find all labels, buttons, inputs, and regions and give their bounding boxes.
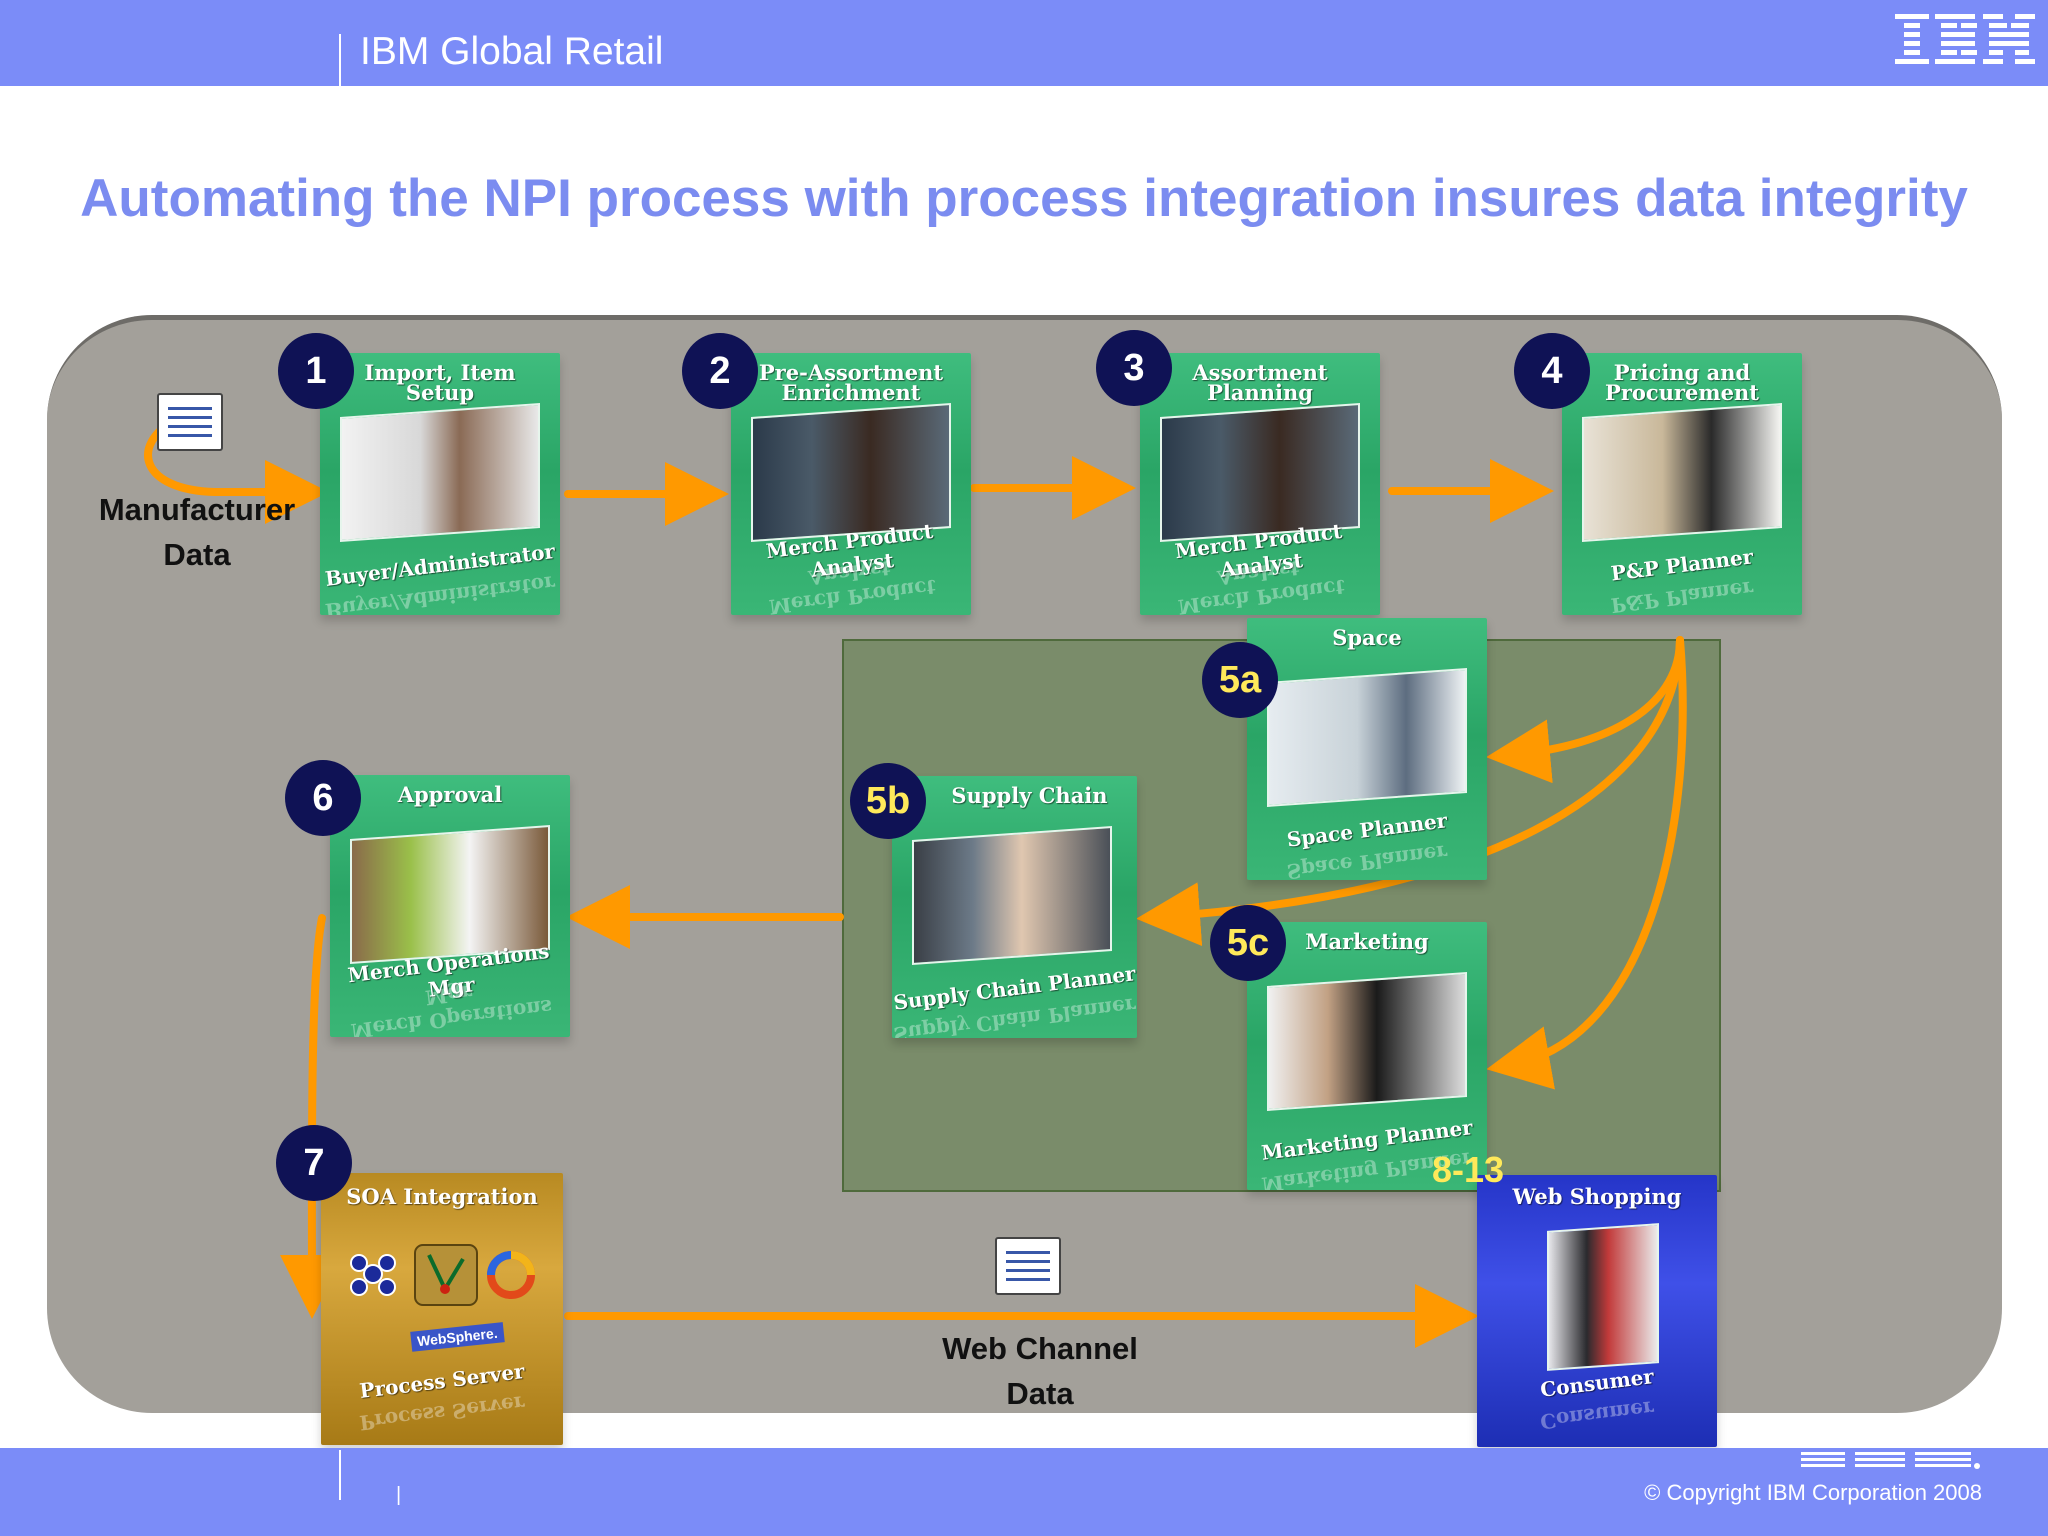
step-4-card[interactable]: Pricing and Procurement P&P Planner P&P …: [1562, 353, 1802, 615]
copyright-text: © Copyright IBM Corporation 2008: [1644, 1480, 1982, 1505]
step-5c-title: Marketing: [1305, 929, 1429, 954]
step-5b-badge: 5b: [850, 763, 926, 839]
step-1-title: Import, Item Setup: [364, 360, 516, 405]
step-6-title: Approval: [397, 782, 503, 807]
ibm-logo-icon: [1895, 14, 2035, 64]
step-1-card[interactable]: Import, Item Setup Buyer/Administrator B…: [320, 353, 560, 615]
supply-chain-planner-photo: [912, 826, 1112, 965]
websphere-label: WebSphere.: [410, 1322, 505, 1352]
buyer-photo: [340, 403, 540, 542]
footer-separator: |: [396, 1484, 402, 1506]
step-2-card[interactable]: Pre-Assortment Enrichment Merch Product …: [731, 353, 971, 615]
footer-bar: | © Copyright IBM Corporation 2008: [0, 1448, 2048, 1536]
step-1-badge: 1: [278, 333, 354, 409]
network-icon: [350, 1254, 396, 1296]
step-4-badge: 4: [1514, 333, 1590, 409]
step-6-badge: 6: [285, 760, 361, 836]
step-8-13-badge: 8-13: [1431, 1149, 1505, 1190]
footer-divider: [339, 1450, 341, 1500]
marketing-planner-photo: [1267, 972, 1467, 1111]
planner-photo: [1582, 403, 1782, 542]
space-planner-photo: [1267, 668, 1467, 807]
header-title: IBM Global Retail: [360, 30, 664, 73]
manufacturer-data-label: Manufacturer Data: [98, 492, 296, 572]
step-3-card[interactable]: Assortment Planning Merch Product Analys…: [1140, 353, 1380, 615]
step-5a-badge: 5a: [1202, 642, 1278, 718]
step-3-title: Assortment Planning: [1192, 360, 1328, 405]
manufacturer-document-icon: [157, 393, 223, 451]
step-8-13-title: Web Shopping: [1512, 1184, 1682, 1209]
step-5b-card[interactable]: Supply Chain Supply Chain Planner Supply…: [892, 776, 1137, 1038]
step-4-title: Pricing and Procurement: [1605, 360, 1759, 405]
step-2-badge: 2: [682, 333, 758, 409]
step-5a-title: Space: [1332, 625, 1402, 650]
step-7-title: SOA Integration: [346, 1184, 538, 1209]
step-5c-badge: 5c: [1210, 905, 1286, 981]
step-7-badge: 7: [276, 1125, 352, 1201]
step-3-badge: 3: [1096, 330, 1172, 406]
web-channel-document-icon: [995, 1237, 1061, 1295]
step-8-13-card[interactable]: Web Shopping Consumer Consumer: [1477, 1175, 1717, 1447]
step-5b-title: Supply Chain: [951, 783, 1108, 808]
step-5c-card[interactable]: Marketing Marketing Planner Marketing Pl…: [1247, 922, 1487, 1190]
consumer-photo: [1547, 1223, 1659, 1371]
footer-ibm-logo-icon: [1801, 1452, 1980, 1469]
step-2-title: Pre-Assortment Enrichment: [758, 360, 944, 405]
slide-title: Automating the NPI process with process …: [80, 169, 1968, 228]
header-divider: [339, 34, 341, 86]
step-5a-card[interactable]: Space Space Planner Space Planner: [1247, 618, 1487, 880]
header-bar: IBM Global Retail: [0, 0, 2048, 86]
soa-integration-icons: [350, 1244, 535, 1306]
web-channel-data-label: Web Channel Data: [942, 1331, 1138, 1411]
step-6-card[interactable]: Approval Merch Operations Mgr Merch Oper…: [330, 775, 570, 1037]
cycle-icon: [487, 1251, 535, 1299]
process-icon: [414, 1244, 478, 1306]
step-7-card[interactable]: SOA Integration WebSphere. Process Serve…: [321, 1173, 563, 1445]
